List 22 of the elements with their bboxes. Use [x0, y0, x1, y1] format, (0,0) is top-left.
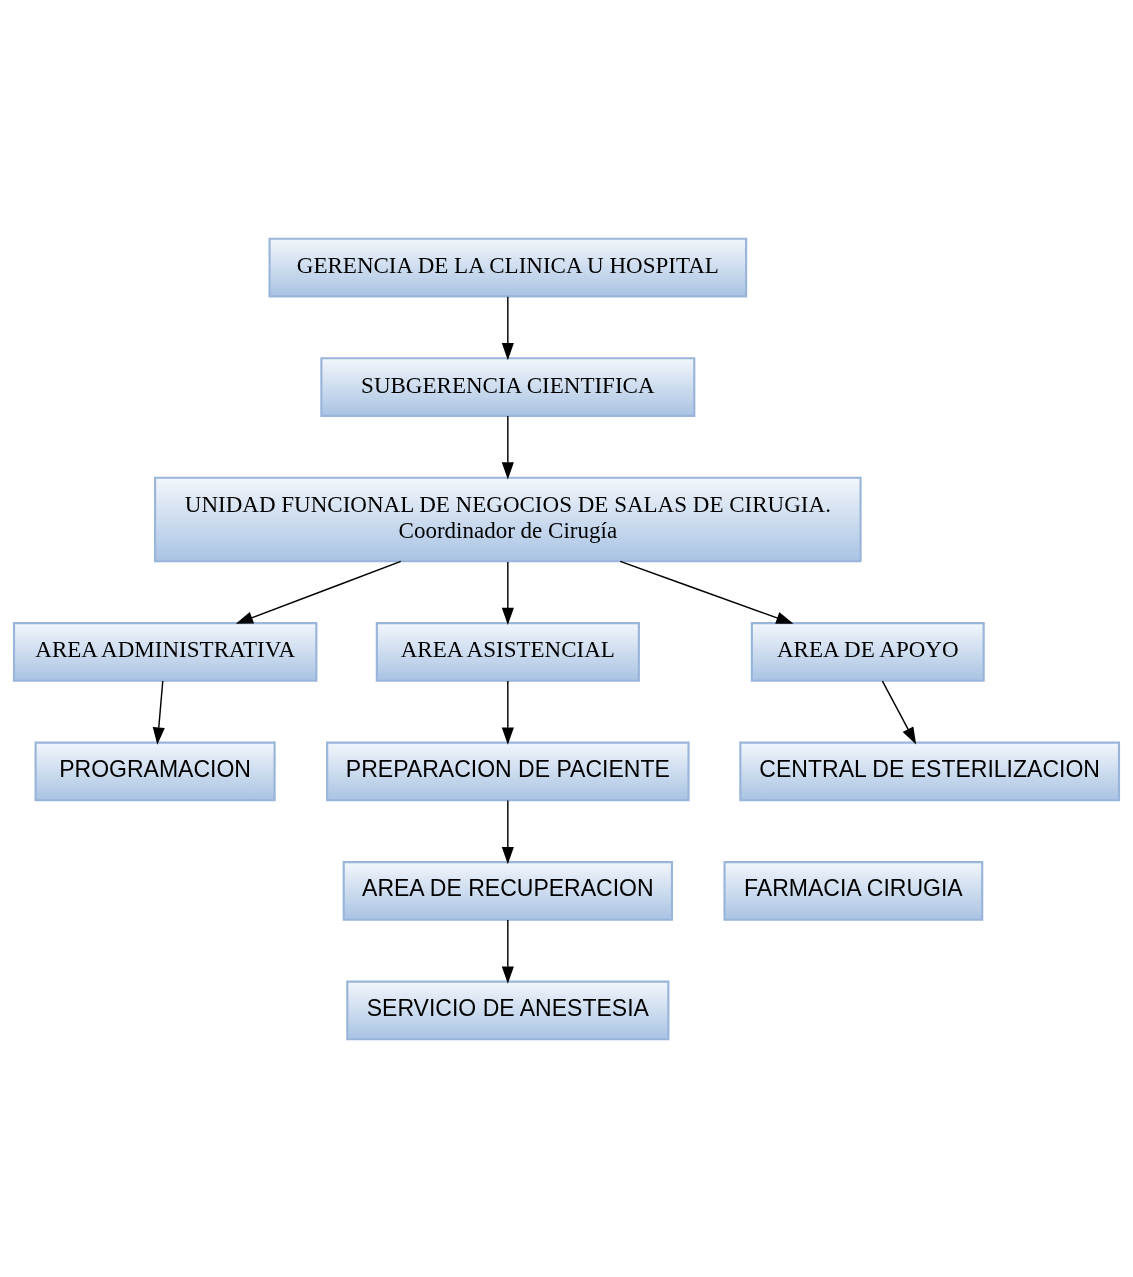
node-box: PROGRAMACION: [34, 741, 276, 801]
node-box: SERVICIO DE ANESTESIA: [346, 980, 670, 1040]
node-box: AREA ADMINISTRATIVA: [12, 621, 318, 682]
node-box: CENTRAL DE ESTERILIZACION: [739, 741, 1121, 801]
node-box: FARMACIA CIRUGIA: [723, 860, 984, 921]
node-box: AREA ASISTENCIAL: [375, 621, 640, 682]
arrow: [235, 560, 402, 624]
node-box: GERENCIA DE LA CLINICA U HOSPITAL: [268, 237, 748, 297]
node-box: PREPARACION DE PACIENTE: [326, 741, 690, 801]
arrow: [501, 295, 514, 360]
node-box: SUBGERENCIA CIENTIFICA: [320, 356, 696, 417]
node-box: AREA DE APOYO: [750, 621, 985, 682]
arrow: [619, 560, 794, 624]
arrow: [501, 799, 514, 864]
arrow: [881, 679, 917, 744]
arrow: [501, 414, 514, 479]
node-box: UNIDAD FUNCIONAL DE NEGOCIOS DE SALAS DE CIRUGIA. Coordinador de Cirugía: [154, 476, 862, 562]
arrow: [152, 679, 165, 745]
node-box: AREA DE RECUPERACION: [342, 860, 674, 921]
arrow: [501, 679, 514, 745]
arrow: [501, 560, 514, 625]
arrow: [501, 918, 514, 984]
